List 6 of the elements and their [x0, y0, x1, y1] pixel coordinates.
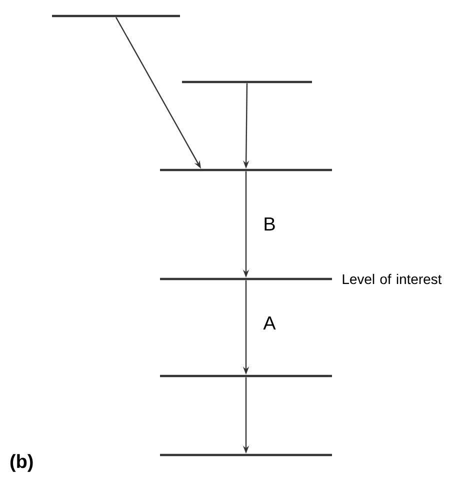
edge-label: A	[263, 316, 276, 330]
energy-level-line	[52, 14, 180, 18]
edge-label: B	[264, 218, 275, 231]
level-caption: Level of interest	[342, 274, 442, 284]
panel-label: (b)	[10, 454, 33, 472]
energy-level-line	[182, 80, 312, 84]
